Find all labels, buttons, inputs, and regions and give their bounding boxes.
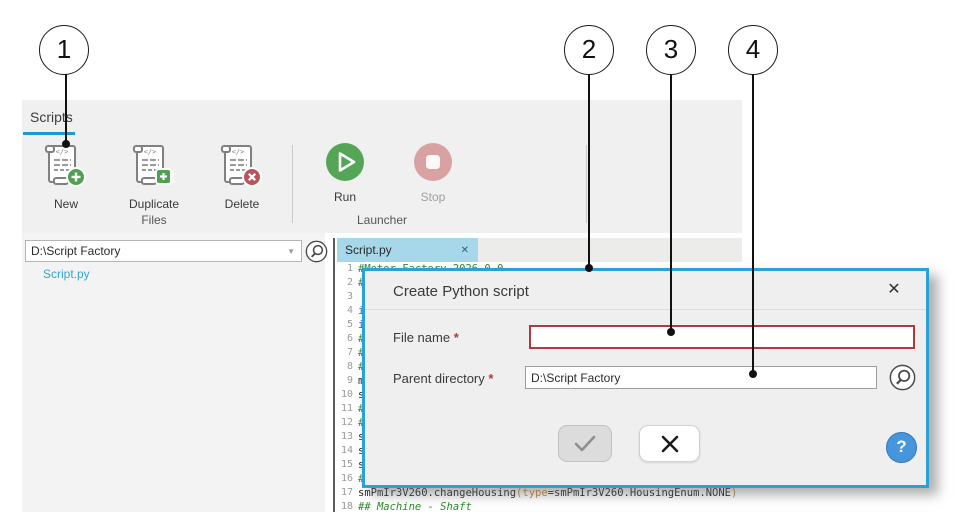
new-script-label: New (53, 197, 78, 211)
required-asterisk: * (488, 371, 494, 386)
code-line: 11# (340, 403, 364, 415)
magnifier-icon (889, 364, 916, 391)
code-line: 6# (346, 333, 364, 345)
ribbon: Scripts </> (22, 100, 742, 233)
callout-dot (62, 140, 70, 148)
x-icon (661, 435, 678, 452)
run-label: Run (333, 190, 356, 204)
callout-dot (667, 328, 675, 336)
code-line: 13s (340, 431, 364, 443)
code-line: 15s (340, 459, 364, 471)
editor-tab-label: Script.py (345, 243, 392, 257)
callout-circle: 2 (564, 25, 614, 75)
code-line: 12# (340, 417, 364, 429)
code-line: 3 (346, 291, 353, 302)
stop-button[interactable]: Stop (389, 142, 477, 220)
run-button[interactable]: Run (301, 142, 389, 220)
file-list: Script.py (22, 263, 325, 285)
code-line: 16# (340, 473, 364, 485)
callout-line (670, 74, 672, 332)
tab-close-icon[interactable]: ✕ (460, 244, 469, 256)
delete-script-icon: </> (220, 142, 264, 195)
ribbon-separator-2 (586, 145, 587, 223)
delete-script-label: Delete (224, 197, 260, 211)
delete-script-button[interactable]: </> Delete (198, 142, 286, 220)
duplicate-script-button[interactable]: </> Duplicate (110, 142, 198, 220)
code-line: 2# (346, 277, 364, 289)
editor-tab-scriptpy[interactable]: Script.py ✕ (337, 238, 478, 262)
ok-button[interactable] (558, 425, 612, 462)
file-panel: D:\Script Factory ▼ Script.py (22, 233, 328, 512)
callout-line (588, 74, 590, 268)
new-script-icon: </> (44, 142, 88, 195)
callout-line (65, 74, 67, 144)
check-icon (574, 435, 596, 451)
tab-scripts[interactable]: Scripts (30, 109, 73, 125)
parent-directory-field[interactable] (525, 366, 877, 389)
code-line: 5i (346, 319, 364, 331)
file-name-label: File name * (393, 330, 459, 345)
callout-line (752, 74, 754, 374)
code-line: 8# (346, 361, 364, 373)
run-icon (325, 142, 365, 187)
callout-circle: 1 (39, 25, 89, 75)
chevron-down-icon: ▼ (287, 246, 295, 256)
callout-circle: 4 (728, 25, 778, 75)
directory-combobox-value: D:\Script Factory (31, 244, 121, 258)
help-button[interactable]: ? (886, 432, 917, 463)
duplicate-script-label: Duplicate (128, 197, 180, 211)
svg-text:</>: </> (56, 148, 69, 156)
callout-circle: 3 (646, 25, 696, 75)
code-line: 9m (346, 375, 364, 387)
callout-dot (749, 370, 757, 378)
new-script-button[interactable]: </> New (22, 142, 110, 220)
code-line: 4i (346, 305, 364, 317)
duplicate-script-icon: </> (132, 142, 176, 195)
tab-scripts-underline (23, 132, 75, 135)
launcher-group-label: Launcher (356, 213, 408, 227)
callout-dot (585, 264, 593, 272)
svg-text:</>: </> (232, 148, 245, 156)
dialog-close-icon[interactable]: ✕ (887, 281, 901, 298)
cancel-button[interactable] (639, 425, 700, 462)
code-line: 18## Machine - Shaft (340, 501, 472, 512)
code-line: 10s (340, 389, 364, 401)
code-line: 14s (340, 445, 364, 457)
code-line: 7# (346, 347, 364, 359)
parent-directory-label: Parent directory * (393, 371, 494, 386)
file-name-field[interactable] (529, 325, 915, 349)
directory-combobox[interactable]: D:\Script Factory ▼ (25, 240, 302, 262)
file-list-item[interactable]: Script.py (43, 267, 90, 281)
create-python-script-dialog: Create Python script ✕ File name * Paren… (362, 268, 929, 488)
stop-label: Stop (420, 190, 446, 204)
editor-tabbar: Script.py ✕ (337, 238, 742, 262)
files-group-label: Files (141, 213, 167, 227)
dialog-title: Create Python script (393, 283, 529, 300)
editor-left-border (333, 238, 335, 512)
browse-directory-button[interactable] (305, 240, 328, 263)
browse-parent-directory-button[interactable] (889, 364, 916, 391)
dialog-title-separator (365, 309, 926, 310)
magnifier-icon (305, 240, 328, 263)
stop-icon (413, 142, 453, 187)
ribbon-separator (292, 145, 293, 223)
required-asterisk: * (453, 330, 459, 345)
svg-text:</>: </> (144, 148, 157, 156)
